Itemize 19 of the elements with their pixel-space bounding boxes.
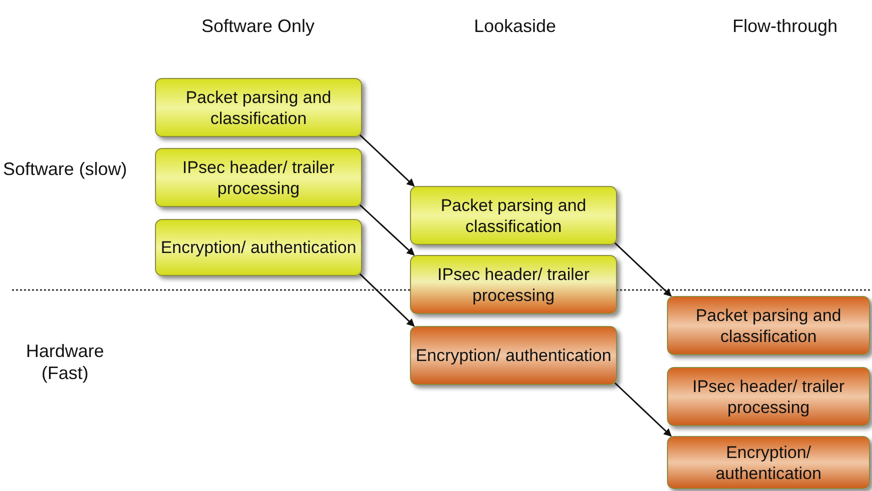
row-label: Hardware (Fast) (24, 340, 106, 384)
arrow (359, 134, 415, 187)
arrow (359, 273, 415, 327)
process-box: IPsec header/ trailer processing (410, 255, 617, 314)
process-box: IPsec header/ trailer processing (667, 367, 870, 426)
process-box: IPsec header/ trailer processing (155, 148, 362, 207)
process-box: Packet parsing and classification (155, 78, 362, 137)
process-box: Encryption/ authentication (410, 326, 617, 385)
process-box: Encryption/ authentication (155, 219, 362, 276)
column-heading: Flow-through (732, 16, 838, 37)
arrow (614, 382, 672, 437)
arrow (360, 204, 415, 256)
process-box: Packet parsing and classification (410, 186, 617, 245)
process-box: Packet parsing and classification (667, 296, 870, 355)
column-heading: Software Only (201, 16, 315, 37)
process-box: Encryption/ authentication (667, 436, 870, 489)
row-label: Software (slow) (2, 158, 128, 180)
column-heading: Lookaside (474, 16, 556, 37)
arrow (614, 242, 672, 297)
